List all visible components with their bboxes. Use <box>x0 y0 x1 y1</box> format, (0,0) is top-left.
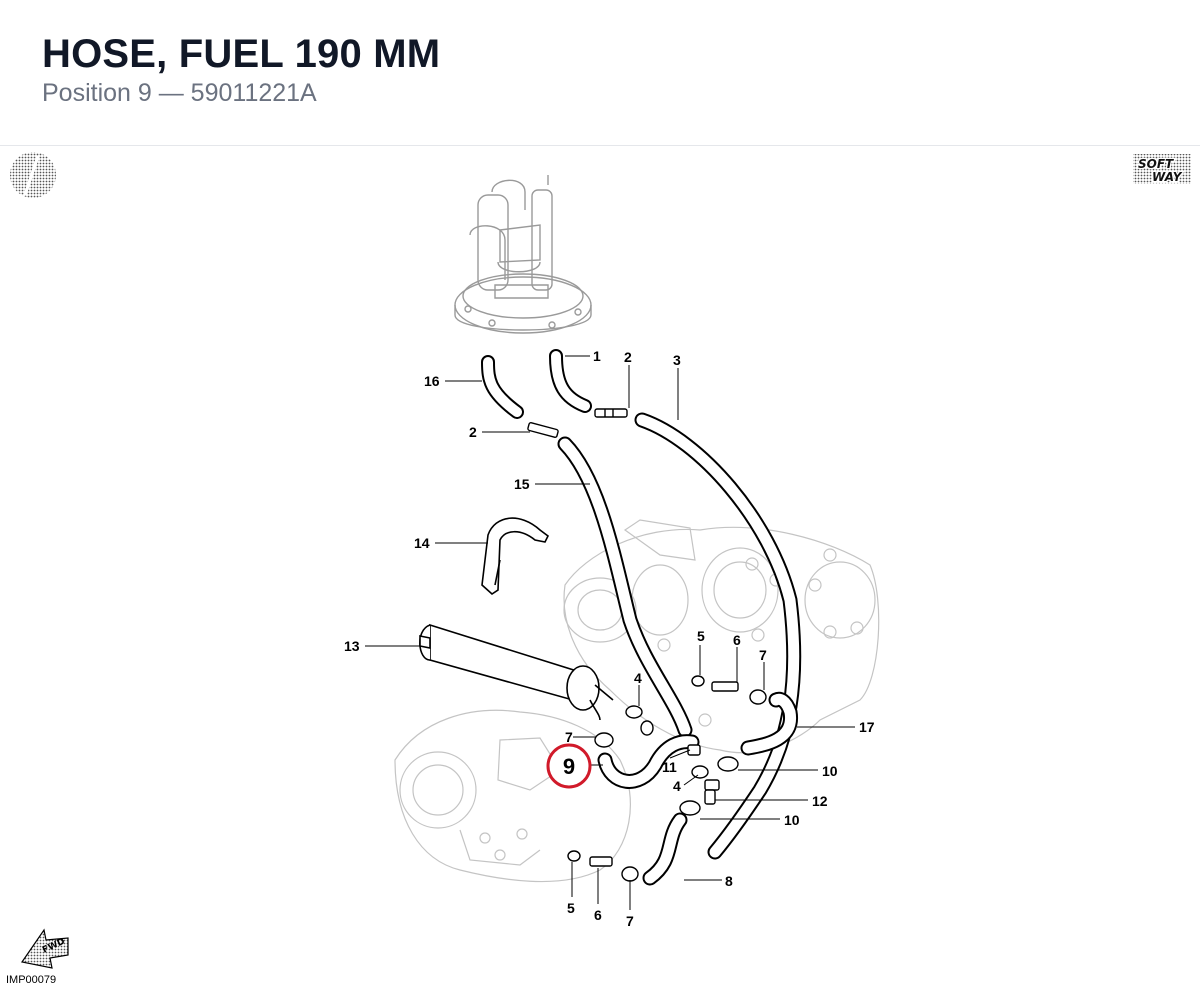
callout-5-top: 5 <box>697 628 705 644</box>
callout-2-left: 2 <box>469 424 477 440</box>
callout-3: 3 <box>673 352 681 368</box>
fittings <box>527 408 767 882</box>
diagram-code: IMP00079 <box>6 974 57 986</box>
callout-11: 11 <box>662 759 677 775</box>
fwd-arrow-icon: FWD <box>20 928 69 969</box>
fuel-hoses <box>481 349 802 886</box>
catalog-badge-icon <box>10 152 56 198</box>
callout-labels: 1 2 3 16 2 15 14 13 5 6 7 4 7 17 11 10 4… <box>344 348 875 929</box>
hose-clamp-bracket <box>481 517 550 596</box>
callout-13: 13 <box>344 638 360 654</box>
page-subtitle: Position 9 — 59011221A <box>42 79 317 107</box>
callout-7-bottom: 7 <box>626 913 634 929</box>
callout-4-top: 4 <box>634 670 642 686</box>
fuel-filter <box>419 623 614 721</box>
parts-diagram: SOFT WAY <box>10 152 1191 969</box>
callout-7-mid: 7 <box>565 729 573 745</box>
highlight-position-9[interactable]: 9 <box>546 743 603 789</box>
callout-17: 17 <box>859 719 875 735</box>
highlight-position-label: 9 <box>563 754 575 779</box>
callout-15: 15 <box>514 476 530 492</box>
engine-background <box>394 519 880 883</box>
highlight-ring <box>546 743 592 789</box>
callout-7-top: 7 <box>759 647 767 663</box>
header: HOSE, FUEL 190 MM Position 9 — 59011221A <box>0 0 1200 146</box>
callout-2-top: 2 <box>624 349 632 365</box>
callout-6-top: 6 <box>733 632 741 648</box>
softway-logo: SOFT WAY <box>1133 154 1191 185</box>
callout-16: 16 <box>424 373 440 389</box>
page-title: HOSE, FUEL 190 MM <box>42 32 441 76</box>
callout-6-bottom: 6 <box>594 907 602 923</box>
logo-line-2: WAY <box>1152 170 1183 184</box>
callout-10-top: 10 <box>822 763 838 779</box>
fuel-pump-assembly <box>454 175 592 334</box>
callout-8: 8 <box>725 873 733 889</box>
callout-12: 12 <box>812 793 828 809</box>
header-divider <box>0 145 1200 146</box>
callout-1: 1 <box>593 348 601 364</box>
callout-10-bottom: 10 <box>784 812 800 828</box>
leader-lines <box>365 355 855 910</box>
callout-4-bottom: 4 <box>673 778 681 794</box>
callout-14: 14 <box>414 535 430 551</box>
logo-line-1: SOFT <box>1138 157 1174 171</box>
callout-5-bottom: 5 <box>567 900 575 916</box>
